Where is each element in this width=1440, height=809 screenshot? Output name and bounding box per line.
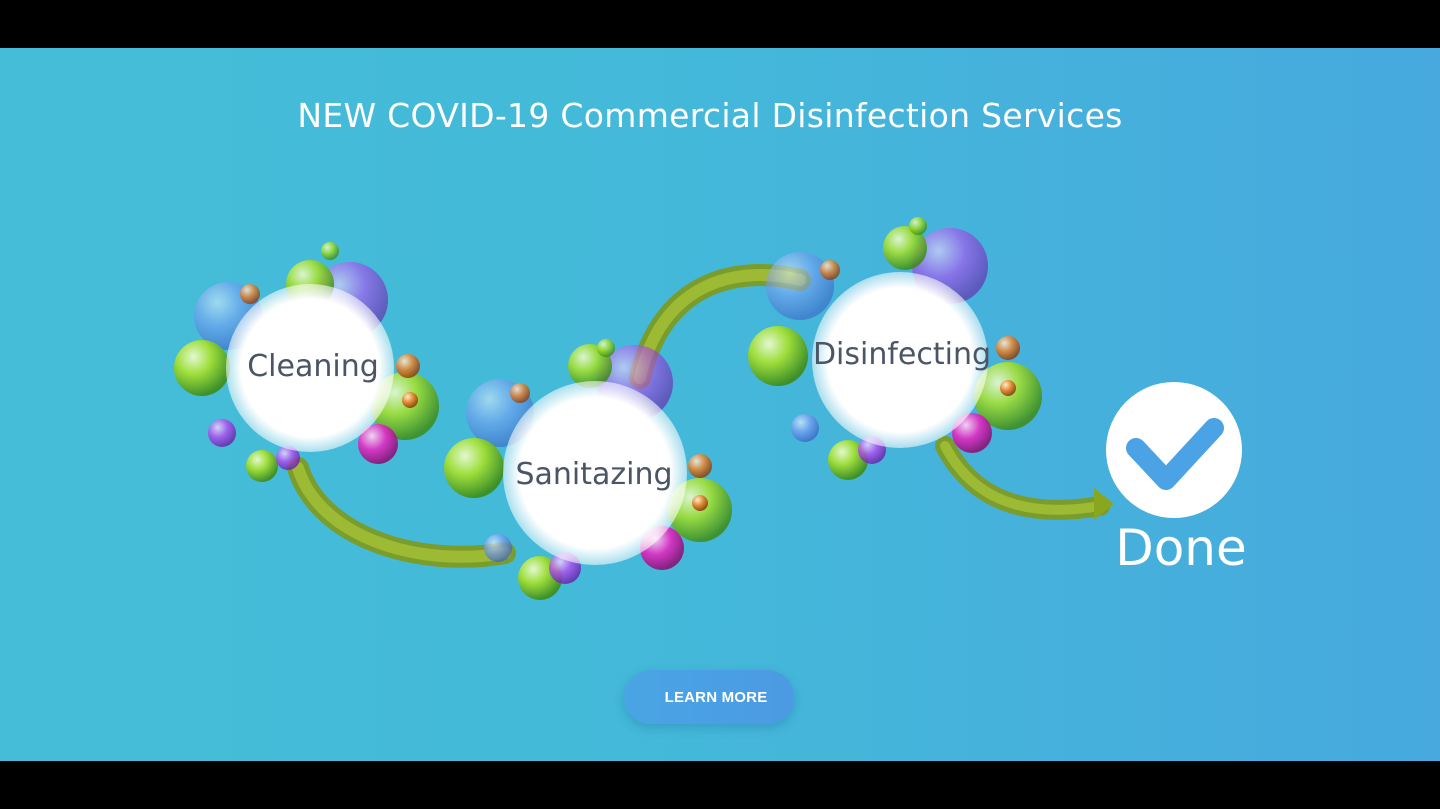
hero-title: NEW COVID-19 Commercial Disinfection Ser… [297,96,1123,135]
learn-more-button[interactable]: LEARN MORE [624,670,794,724]
bubble-cluster-cleaning [174,242,439,482]
step-label-sanitazing: Sanitazing [515,457,672,492]
flow-arrow-1 [287,457,516,568]
bubble-cluster-disinfecting [748,217,1042,480]
flow-arrow-3 [935,436,1114,520]
step-label-disinfecting: Disinfecting [813,337,991,372]
bubble-cluster-sanitazing [444,339,732,600]
done-label: Done [1115,519,1247,577]
step-circle-cleaning [226,284,394,452]
letterbox-top [0,0,1440,48]
letterbox-bottom [0,761,1440,809]
step-circle-sanitazing [503,381,687,565]
step-label-cleaning: Cleaning [247,349,379,384]
hero-banner: NEW COVID-19 Commercial Disinfection Ser… [0,48,1440,761]
process-diagram: Cleaning Sanitazing Disinfecting Done [174,217,1247,600]
step-circle-disinfecting [812,272,988,448]
checkmark-icon [1106,382,1242,518]
